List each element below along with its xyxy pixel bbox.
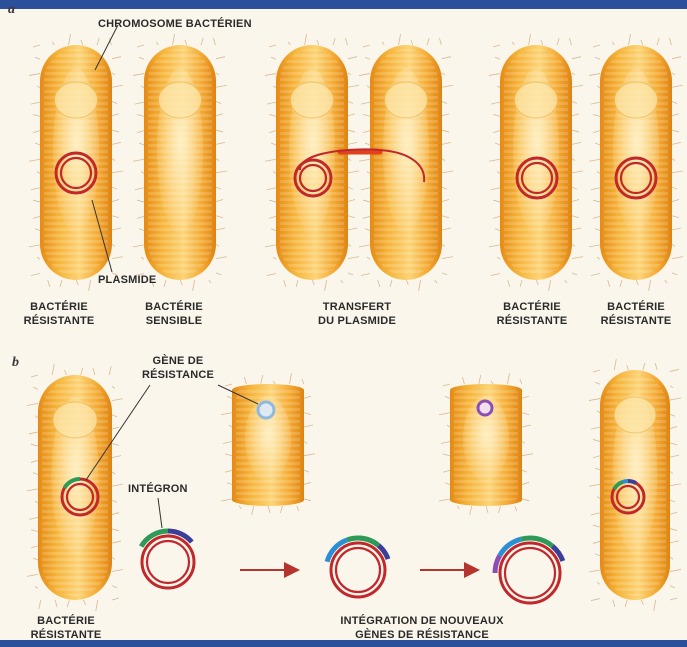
panel-b-letter: b — [12, 355, 19, 371]
bacterium-donor — [265, 34, 359, 291]
chromosome-loop — [614, 397, 656, 433]
integron-label: INTÉGRON — [128, 482, 188, 496]
chromosome-loop — [614, 82, 657, 118]
chromosome-loop — [53, 402, 97, 438]
caption-line: BACTÉRIE — [14, 300, 104, 314]
chromosome-loop — [290, 82, 333, 118]
caption-bacteria-5: BACTÉRIE RÉSISTANTE — [590, 300, 682, 328]
caption-line: SENSIBLE — [134, 314, 214, 328]
caption-line: TRANSFERT — [302, 300, 412, 314]
integron-3-gene-green — [521, 538, 530, 539]
caption-bacteria-2: BACTÉRIE SENSIBLE — [134, 300, 214, 328]
bacterium-resistant-b-right — [589, 359, 681, 611]
integron-3 — [500, 543, 560, 603]
bottom-frame-bar — [0, 640, 687, 647]
gene-arc-navy — [628, 481, 636, 483]
caption-bacteria-4: BACTÉRIE RÉSISTANTE — [490, 300, 574, 328]
caption-line: RÉSISTANTE — [590, 314, 682, 328]
bacterium-resistant-1 — [29, 34, 123, 291]
plasmid-label: PLASMIDE — [98, 273, 156, 287]
bacterium-recipient — [359, 34, 453, 291]
integron-2 — [331, 543, 385, 597]
chromosome-loop — [514, 82, 557, 118]
panel-a-letter: a — [8, 2, 15, 18]
caption-line: RÉSISTANTE — [490, 314, 574, 328]
caption-line: BACTÉRIE — [490, 300, 574, 314]
bacterium-fragment-2 — [439, 373, 533, 515]
gene-label-line: GÈNE DE — [136, 354, 220, 368]
gene-arc-blue — [623, 481, 628, 482]
caption-bacteria-1: BACTÉRIE RÉSISTANTE — [14, 300, 104, 328]
bacterium-sensitive — [133, 34, 227, 291]
caption-integration: INTÉGRATION DE NOUVEAUX GÈNES DE RÉSISTA… — [312, 614, 532, 642]
caption-transfer: TRANSFERT DU PLASMIDE — [302, 300, 412, 328]
caption-line: BACTÉRIE — [20, 614, 112, 628]
caption-bacteria-resistant-b: BACTÉRIE RÉSISTANTE — [20, 614, 112, 642]
chromosome-label: CHROMOSOME BACTÉRIEN — [98, 17, 252, 31]
free-gene-purple — [478, 401, 492, 415]
integron-3-gene-blue — [500, 539, 521, 555]
bacterium-fragment-1 — [221, 373, 315, 515]
free-gene-blue — [258, 402, 274, 418]
caption-line: DU PLASMIDE — [302, 314, 412, 328]
gene-label: GÈNE DE RÉSISTANCE — [136, 354, 220, 382]
chromosome-loop — [54, 82, 97, 118]
chromosome-loop — [384, 82, 427, 118]
bacterium-resistant-b — [27, 364, 123, 611]
caption-line: BACTÉRIE — [134, 300, 214, 314]
gene-label-line: RÉSISTANCE — [136, 368, 220, 382]
caption-line: RÉSISTANTE — [14, 314, 104, 328]
integron-leader-line — [158, 498, 162, 528]
caption-line: BACTÉRIE — [590, 300, 682, 314]
chromosome-loop — [158, 82, 201, 118]
caption-line: INTÉGRATION DE NOUVEAUX — [312, 614, 532, 628]
integron-1 — [142, 536, 194, 588]
